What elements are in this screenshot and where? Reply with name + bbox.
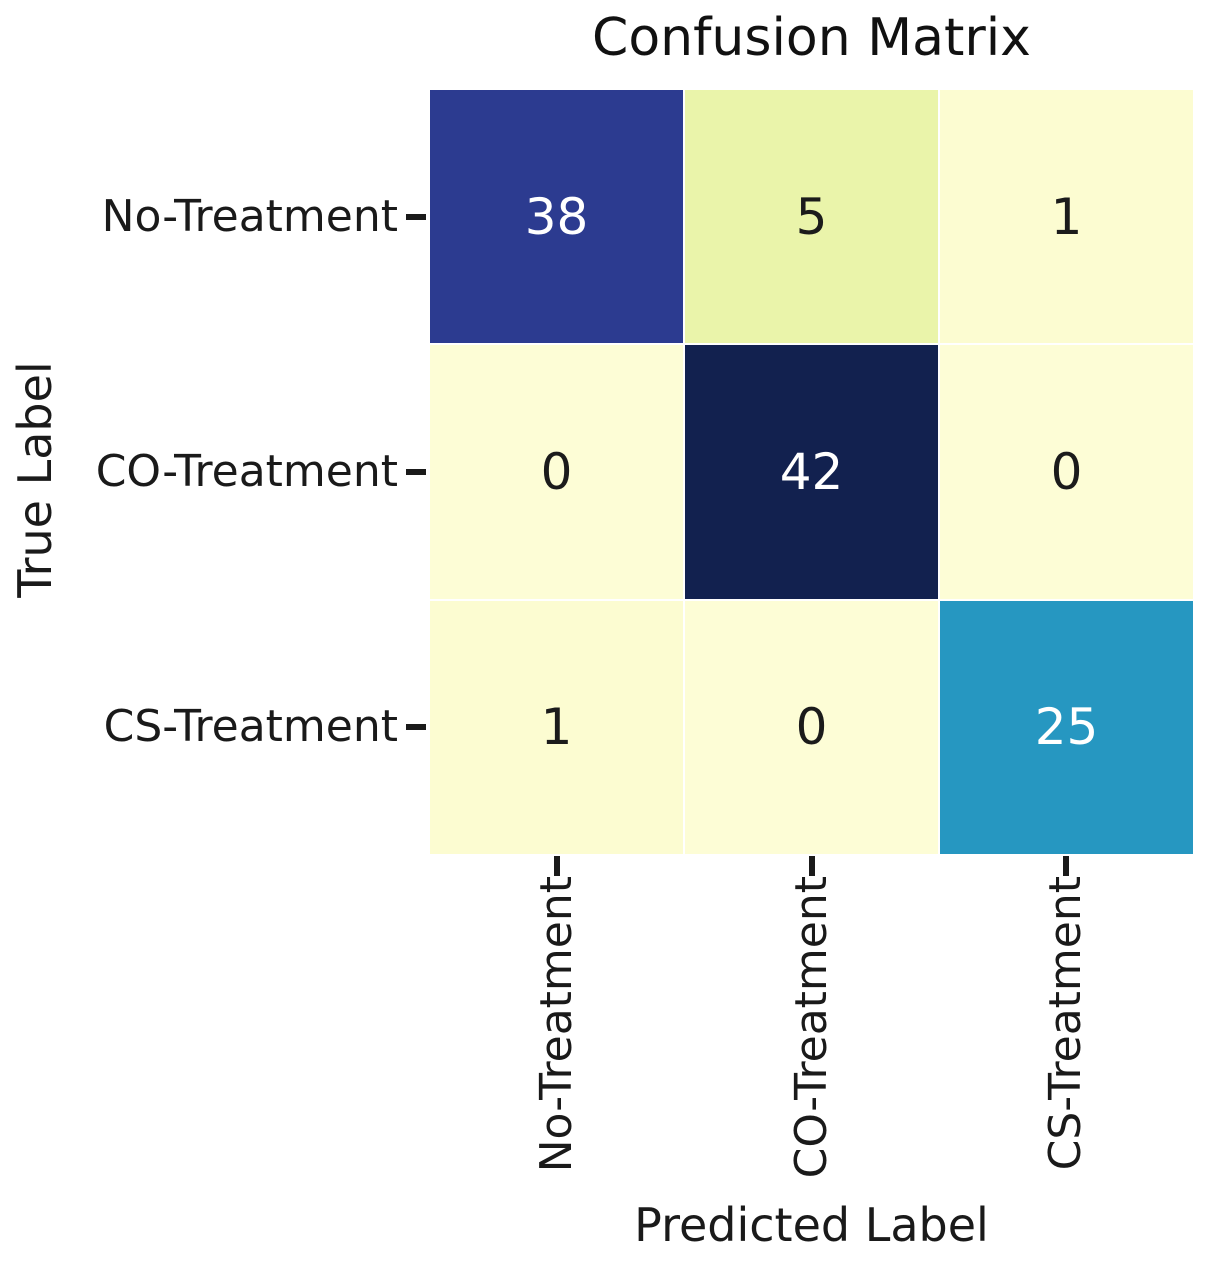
matrix-cell-r0c2: 1 xyxy=(940,90,1193,344)
chart-title: Confusion Matrix xyxy=(592,8,1031,68)
y-axis-title: True Label xyxy=(8,361,62,598)
matrix-cell-r0c0: 38 xyxy=(430,90,683,344)
ytick-label-no-treatment: No-Treatment xyxy=(101,191,398,242)
xtick-label-no-treatment: No-Treatment xyxy=(531,876,582,1173)
xtick-mark-col2 xyxy=(1063,856,1069,876)
heatmap-grid: 38 5 1 0 42 0 1 0 25 xyxy=(430,90,1193,854)
matrix-cell-r2c1: 0 xyxy=(685,600,938,854)
xtick-mark-col1 xyxy=(809,856,815,876)
x-axis-title: Predicted Label xyxy=(634,1198,989,1252)
ytick-label-co-treatment: CO-Treatment xyxy=(95,446,398,497)
ytick-mark-row2 xyxy=(406,724,426,730)
matrix-cell-r0c1: 5 xyxy=(685,90,938,344)
ytick-mark-row1 xyxy=(406,469,426,475)
matrix-cell-r2c0: 1 xyxy=(430,600,683,854)
xtick-mark-col0 xyxy=(554,856,560,876)
matrix-cell-r2c2: 25 xyxy=(940,600,1193,854)
matrix-cell-r1c0: 0 xyxy=(430,345,683,599)
xtick-label-co-treatment: CO-Treatment xyxy=(786,876,837,1179)
xtick-label-cs-treatment: CS-Treatment xyxy=(1040,876,1091,1171)
ytick-mark-row0 xyxy=(406,214,426,220)
matrix-cell-r1c2: 0 xyxy=(940,345,1193,599)
matrix-cell-r1c1: 42 xyxy=(685,345,938,599)
ytick-label-cs-treatment: CS-Treatment xyxy=(103,701,398,752)
